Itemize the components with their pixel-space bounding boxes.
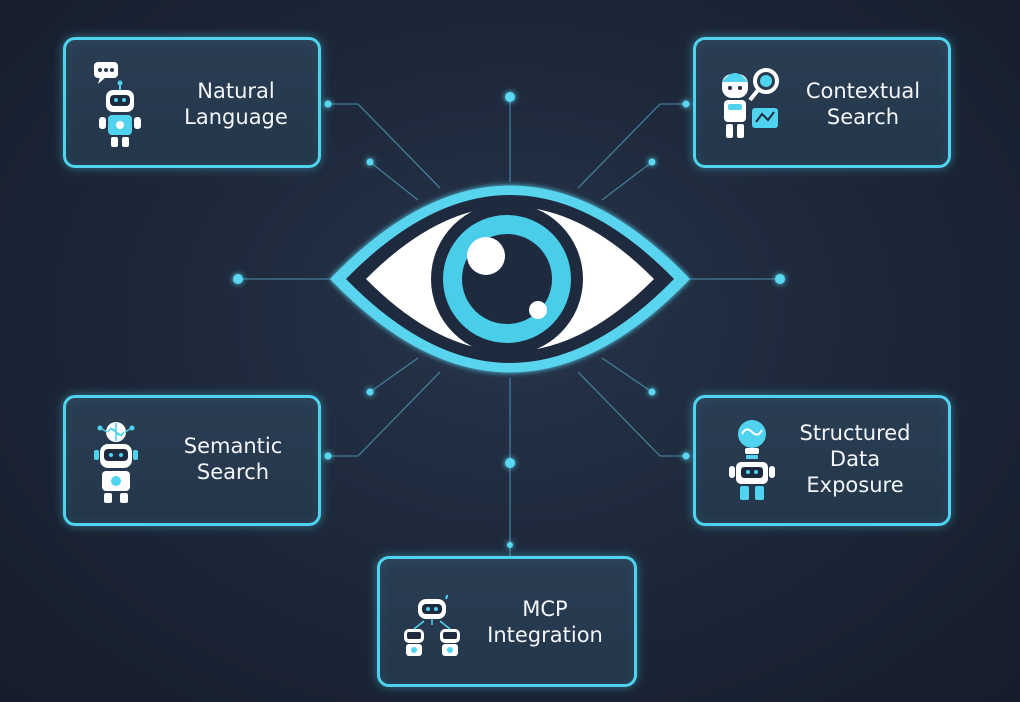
card-natural-language: Natural Language <box>63 37 321 168</box>
node-dot <box>324 100 332 108</box>
node-dot <box>324 452 332 460</box>
card-label: Natural Language <box>161 78 311 130</box>
eye-icon <box>330 185 690 373</box>
label-line: Language <box>184 105 288 129</box>
label-line: Search <box>826 105 900 129</box>
label-line: Natural <box>197 79 275 103</box>
node-dot <box>507 542 513 548</box>
card-semantic-search: Semantic Search <box>63 395 321 526</box>
node-dot <box>648 158 656 166</box>
label-line: Structured <box>799 421 911 445</box>
lightbulb-robot-icon <box>729 420 775 500</box>
chat-robot-icon <box>94 62 141 147</box>
label-line: Contextual <box>805 79 921 103</box>
node-dot <box>366 158 374 166</box>
robot-team-icon <box>404 595 460 656</box>
card-mcp-integration: MCP Integration <box>377 556 637 687</box>
brain-robot-icon <box>94 422 138 503</box>
node-dot <box>775 274 785 284</box>
node-dot <box>505 92 515 102</box>
card-label: Semantic Search <box>158 433 308 485</box>
label-line: Integration <box>487 623 603 647</box>
node-dot <box>366 388 374 396</box>
label-line: Semantic <box>183 434 283 458</box>
card-structured-data-exposure: Structured Data Exposure <box>693 395 951 526</box>
card-label: Contextual Search <box>788 78 938 130</box>
magnifier-robot-icon <box>722 68 779 138</box>
label-line: Data <box>829 447 881 471</box>
card-label: Structured Data Exposure <box>780 420 930 498</box>
card-contextual-search: Contextual Search <box>693 37 951 168</box>
node-dot <box>682 452 690 460</box>
node-dot <box>505 458 515 468</box>
node-dot <box>648 388 656 396</box>
node-dot <box>682 100 690 108</box>
label-line: MCP <box>522 597 568 621</box>
label-line: Exposure <box>806 473 904 497</box>
label-line: Search <box>196 460 270 484</box>
node-dot <box>233 274 243 284</box>
card-label: MCP Integration <box>470 596 620 648</box>
